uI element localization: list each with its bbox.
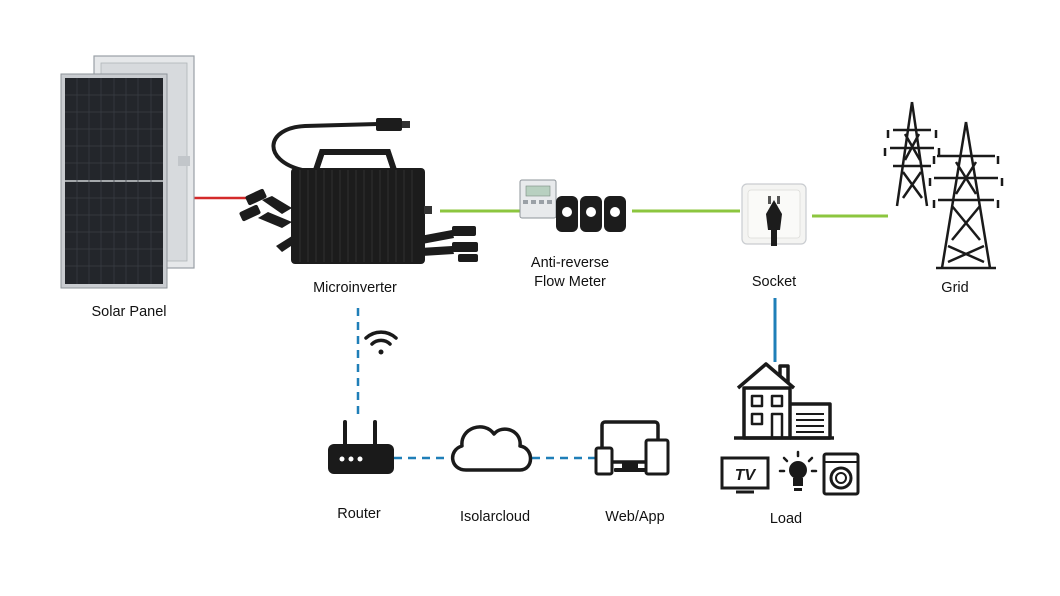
tv-text: TV (735, 467, 757, 484)
wifi-icon (364, 330, 398, 355)
webapp-label: Web/App (605, 509, 664, 525)
flow-meter-label-line2: Flow Meter (534, 274, 606, 290)
washing-machine-icon (822, 452, 860, 496)
grid-label: Grid (941, 280, 968, 296)
socket-image (741, 183, 807, 246)
socket-label: Socket (752, 274, 796, 290)
flow-meter-label-line1: Anti-reverse (531, 255, 609, 271)
solar-panel-label: Solar Panel (92, 304, 167, 320)
microinverter-label: Microinverter (313, 280, 397, 296)
cloud-icon (451, 425, 533, 472)
flow-meter-image (519, 179, 626, 232)
load-label: Load (770, 511, 802, 527)
light-bulb-icon (778, 450, 818, 491)
router-label: Router (337, 506, 381, 522)
house-icon (734, 362, 834, 440)
cloud-label: Isolarcloud (460, 509, 530, 525)
microinverter-image (239, 118, 478, 264)
transmission-tower-icon (883, 101, 1004, 270)
connections (172, 196, 888, 460)
tv-icon: TV (720, 456, 770, 494)
solar-panel-image (60, 55, 195, 289)
devices-icon (594, 420, 670, 476)
router-icon (328, 420, 394, 474)
